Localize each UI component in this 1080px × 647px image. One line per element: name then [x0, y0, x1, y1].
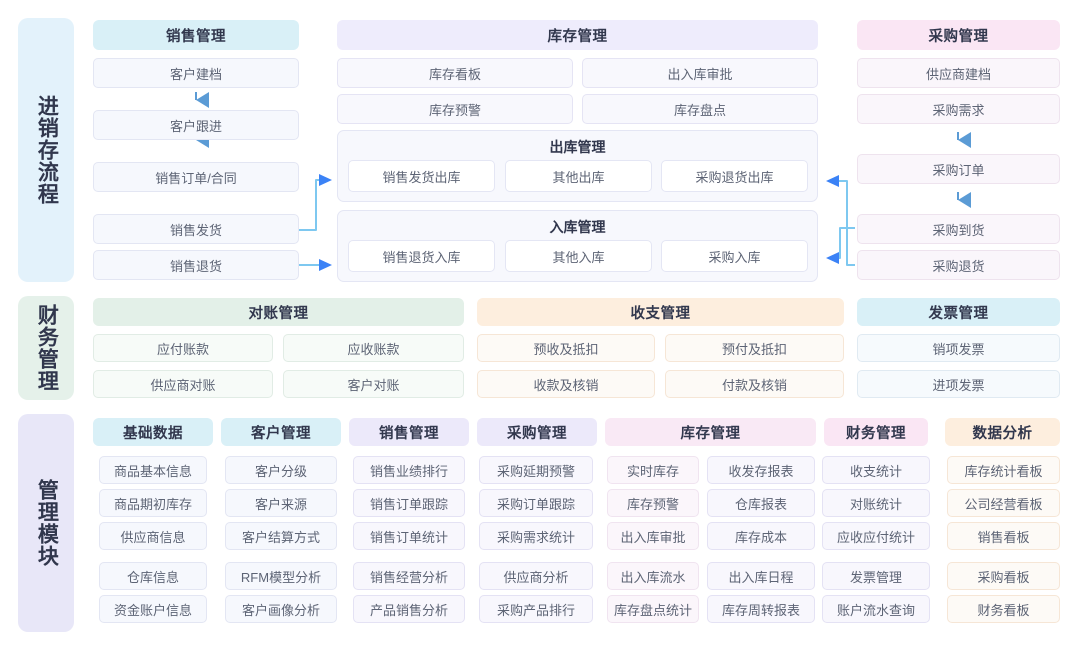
module-cell-6-3[interactable]: 采购看板	[947, 562, 1060, 590]
connector-purchase-return-to-outbound	[826, 175, 855, 266]
group-outbound-management: 出库管理 销售发货出库 其他出库 采购退货出库	[337, 130, 818, 202]
section-label-modules: 管理模块	[18, 414, 74, 632]
header-invoice-management: 发票管理	[857, 298, 1060, 326]
module-cell-1-0[interactable]: 客户分级	[225, 456, 337, 484]
module-cell-2-2[interactable]: 销售订单统计	[353, 522, 465, 550]
flow-cell-sales-1[interactable]: 客户跟进	[93, 110, 299, 140]
module-cell-6-4[interactable]: 财务看板	[947, 595, 1060, 623]
flow-cell-inventory-2[interactable]: 库存预警	[337, 94, 573, 124]
module-cell-5-0[interactable]: 收支统计	[822, 456, 930, 484]
header-module-purchase-management: 采购管理	[477, 418, 597, 446]
header-reconciliation-management: 对账管理	[93, 298, 464, 326]
module-cell-6-1[interactable]: 公司经营看板	[947, 489, 1060, 517]
finance-cell-ie-1[interactable]: 预付及抵扣	[665, 334, 844, 362]
module-cell-3-3[interactable]: 供应商分析	[479, 562, 593, 590]
module-cell-5-4[interactable]: 账户流水查询	[822, 595, 930, 623]
module-cell-0-1[interactable]: 商品期初库存	[99, 489, 207, 517]
finance-cell-recon-3[interactable]: 客户对账	[283, 370, 464, 398]
module-cell-0-4[interactable]: 资金账户信息	[99, 595, 207, 623]
module-cell-3-1[interactable]: 采购订单跟踪	[479, 489, 593, 517]
module-cell-4L-3[interactable]: 出入库流水	[607, 562, 699, 590]
module-cell-4R-4[interactable]: 库存周转报表	[707, 595, 815, 623]
module-cell-5-1[interactable]: 对账统计	[822, 489, 930, 517]
finance-cell-ie-2[interactable]: 收款及核销	[477, 370, 655, 398]
inbound-cell-1[interactable]: 其他入库	[505, 240, 652, 272]
module-cell-3-4[interactable]: 采购产品排行	[479, 595, 593, 623]
flow-cell-inventory-3[interactable]: 库存盘点	[582, 94, 818, 124]
flow-cell-sales-4[interactable]: 销售退货	[93, 250, 299, 280]
flow-cell-sales-3[interactable]: 销售发货	[93, 214, 299, 244]
finance-cell-invoice-0[interactable]: 销项发票	[857, 334, 1060, 362]
module-cell-4L-1[interactable]: 库存预警	[607, 489, 699, 517]
module-cell-6-0[interactable]: 库存统计看板	[947, 456, 1060, 484]
header-module-data-analysis: 数据分析	[945, 418, 1060, 446]
finance-cell-recon-1[interactable]: 应收账款	[283, 334, 464, 362]
flow-cell-purchase-4[interactable]: 采购退货	[857, 250, 1060, 280]
module-cell-6-2[interactable]: 销售看板	[947, 522, 1060, 550]
outbound-cell-0[interactable]: 销售发货出库	[348, 160, 495, 192]
group-inbound-management: 入库管理 销售退货入库 其他入库 采购入库	[337, 210, 818, 282]
module-cell-2-1[interactable]: 销售订单跟踪	[353, 489, 465, 517]
module-cell-5-3[interactable]: 发票管理	[822, 562, 930, 590]
flow-cell-purchase-2[interactable]: 采购订单	[857, 154, 1060, 184]
flow-cell-purchase-1[interactable]: 采购需求	[857, 94, 1060, 124]
header-inventory-management: 库存管理	[337, 20, 818, 50]
module-cell-4R-0[interactable]: 收发存报表	[707, 456, 815, 484]
flow-cell-inventory-0[interactable]: 库存看板	[337, 58, 573, 88]
module-cell-2-3[interactable]: 销售经营分析	[353, 562, 465, 590]
header-sales-management: 销售管理	[93, 20, 299, 50]
module-cell-0-0[interactable]: 商品基本信息	[99, 456, 207, 484]
flow-cell-inventory-1[interactable]: 出入库审批	[582, 58, 818, 88]
module-cell-1-1[interactable]: 客户来源	[225, 489, 337, 517]
module-cell-5-2[interactable]: 应收应付统计	[822, 522, 930, 550]
module-cell-3-0[interactable]: 采购延期预警	[479, 456, 593, 484]
flow-cell-purchase-0[interactable]: 供应商建档	[857, 58, 1060, 88]
module-cell-2-4[interactable]: 产品销售分析	[353, 595, 465, 623]
finance-cell-recon-0[interactable]: 应付账款	[93, 334, 273, 362]
outbound-cell-1[interactable]: 其他出库	[505, 160, 652, 192]
flow-cell-sales-2[interactable]: 销售订单/合同	[93, 162, 299, 192]
header-income-expense-management: 收支管理	[477, 298, 844, 326]
group-title-inbound: 入库管理	[549, 219, 606, 235]
module-cell-1-4[interactable]: 客户画像分析	[225, 595, 337, 623]
module-cell-0-2[interactable]: 供应商信息	[99, 522, 207, 550]
finance-cell-recon-2[interactable]: 供应商对账	[93, 370, 273, 398]
module-cell-0-3[interactable]: 仓库信息	[99, 562, 207, 590]
flow-cell-sales-0[interactable]: 客户建档	[93, 58, 299, 88]
module-cell-4R-3[interactable]: 出入库日程	[707, 562, 815, 590]
header-module-inventory-management: 库存管理	[605, 418, 816, 446]
header-module-basic-data: 基础数据	[93, 418, 213, 446]
finance-cell-ie-0[interactable]: 预收及抵扣	[477, 334, 655, 362]
module-cell-4L-4[interactable]: 库存盘点统计	[607, 595, 699, 623]
section-label-finance: 财务管理	[18, 296, 74, 400]
header-module-sales-management: 销售管理	[349, 418, 469, 446]
inbound-cell-2[interactable]: 采购入库	[661, 240, 808, 272]
section-label-flow: 进销存流程	[18, 18, 74, 282]
header-purchase-management: 采购管理	[857, 20, 1060, 50]
module-cell-1-2[interactable]: 客户结算方式	[225, 522, 337, 550]
module-cell-1-3[interactable]: RFM模型分析	[225, 562, 337, 590]
group-title-outbound: 出库管理	[549, 139, 606, 155]
connector-purchase-arrival-to-inbound	[826, 227, 855, 264]
module-cell-4R-2[interactable]: 库存成本	[707, 522, 815, 550]
flow-cell-purchase-3[interactable]: 采购到货	[857, 214, 1060, 244]
module-cell-2-0[interactable]: 销售业绩排行	[353, 456, 465, 484]
outbound-cell-2[interactable]: 采购退货出库	[661, 160, 808, 192]
inbound-cell-0[interactable]: 销售退货入库	[348, 240, 495, 272]
module-cell-4L-0[interactable]: 实时库存	[607, 456, 699, 484]
module-cell-3-2[interactable]: 采购需求统计	[479, 522, 593, 550]
header-module-customer-management: 客户管理	[221, 418, 341, 446]
finance-cell-invoice-1[interactable]: 进项发票	[857, 370, 1060, 398]
module-cell-4R-1[interactable]: 仓库报表	[707, 489, 815, 517]
header-module-finance-management: 财务管理	[824, 418, 928, 446]
module-cell-4L-2[interactable]: 出入库审批	[607, 522, 699, 550]
connector-sales-ship-to-outbound	[299, 174, 332, 231]
finance-cell-ie-3[interactable]: 付款及核销	[665, 370, 844, 398]
